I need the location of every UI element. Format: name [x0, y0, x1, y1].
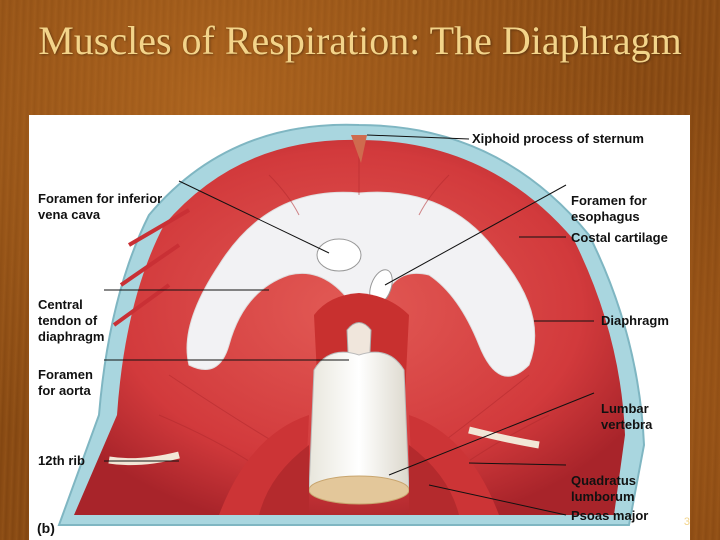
slide-number-text: 3	[683, 516, 690, 528]
label-twelfth-rib: 12th rib	[38, 453, 85, 469]
label-lumbar-vertebra: Lumbar vertebra	[601, 385, 652, 433]
foramen-ivc	[316, 238, 362, 272]
label-foramen-aorta: Foramen for aorta	[38, 351, 93, 399]
label-costal-cartilage-text: Costal cartilage	[571, 230, 668, 245]
central-tendon	[186, 191, 536, 377]
vertebral-body-top	[308, 475, 410, 505]
label-foramen-ivc-text: Foramen for inferior vena cava	[38, 191, 163, 222]
slide-title-text: Muscles of Respiration: The Diaphragm	[38, 18, 682, 63]
label-foramen-esophagus: Foramen for esophagus	[571, 177, 647, 225]
panel-label: (b)	[37, 520, 55, 536]
label-xiphoid-process: Xiphoid process of sternum	[472, 131, 644, 147]
twelfth-rib-right	[468, 426, 540, 449]
diaphragm-illustration	[57, 123, 646, 526]
label-quadratus-text: Quadratus lumborum	[571, 473, 637, 504]
label-foramen-aorta-text: Foramen for aorta	[38, 367, 93, 398]
label-psoas-text: Psoas major	[571, 508, 649, 523]
label-xiphoid-text: Xiphoid process of sternum	[472, 131, 644, 146]
label-lumbar-vertebra-text: Lumbar vertebra	[601, 401, 653, 432]
label-twelfth-rib-text: 12th rib	[38, 453, 85, 468]
label-quadratus-lumborum: Quadratus lumborum	[571, 457, 636, 505]
label-psoas-major: Psoas major	[571, 508, 648, 524]
panel-label-text: (b)	[37, 520, 55, 536]
label-foramen-ivc: Foramen for inferior vena cava	[38, 175, 162, 223]
rib-strips	[112, 208, 191, 327]
diaphragm-figure: Xiphoid process of sternum Foramen for i…	[29, 115, 690, 540]
psoas-major-left	[259, 445, 309, 515]
label-foramen-esophagus-text: Foramen for esophagus	[571, 193, 647, 224]
label-diaphragm-text: Diaphragm	[601, 313, 669, 328]
leader-lines	[104, 134, 595, 516]
slide-title: Muscles of Respiration: The Diaphragm	[0, 18, 720, 64]
label-diaphragm: Diaphragm	[601, 313, 669, 329]
xiphoid-process	[351, 135, 367, 163]
slide-number: 3	[684, 516, 690, 528]
label-central-tendon-text: Central tendon of diaphragm	[38, 297, 105, 344]
label-costal-cartilage: Costal cartilage	[571, 230, 668, 246]
label-central-tendon: Central tendon of diaphragm	[38, 281, 104, 345]
